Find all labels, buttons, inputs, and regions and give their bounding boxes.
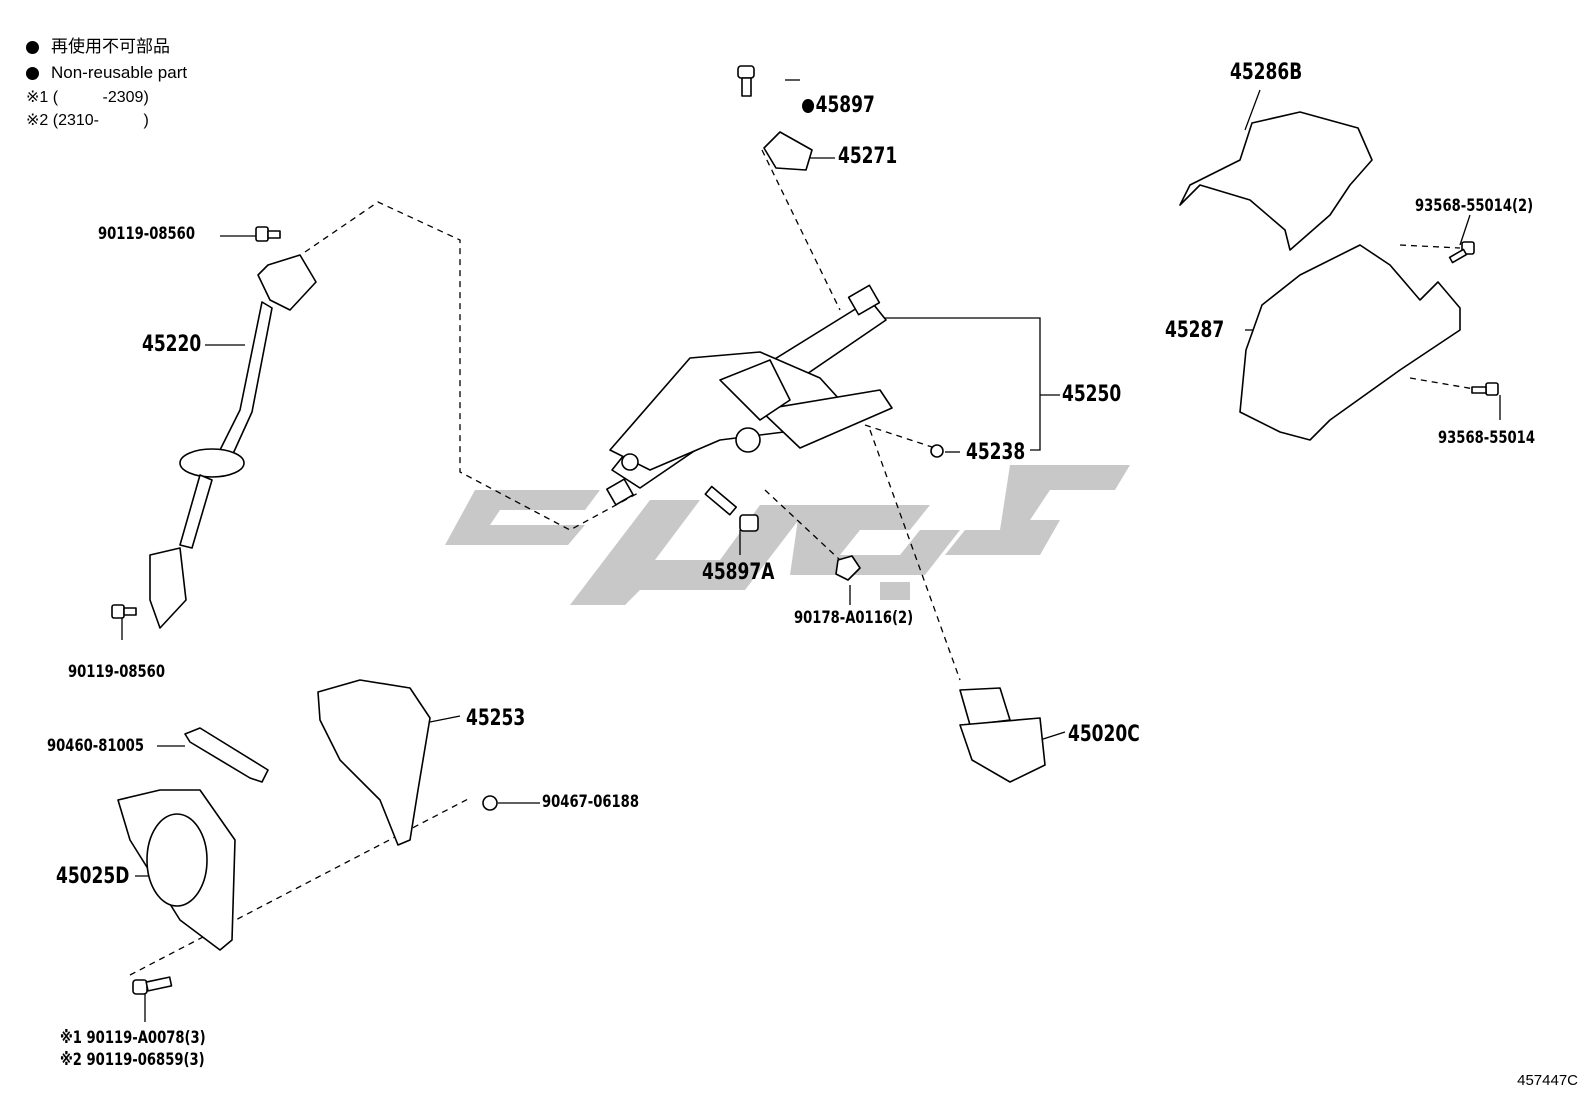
label-93568-55014[interactable]: 93568-55014 bbox=[1438, 428, 1535, 448]
label-45020c[interactable]: 45020C bbox=[1068, 722, 1140, 747]
bolt-90119-top-icon bbox=[255, 226, 281, 242]
legend-row-en: Non-reusable part bbox=[26, 60, 187, 86]
label-90119-06859[interactable]: ※2 90119-06859(3) bbox=[60, 1050, 205, 1070]
steering-column-icon bbox=[606, 284, 893, 506]
label-45220[interactable]: 45220 bbox=[142, 332, 202, 357]
legend-row-jp: 再使用不可部品 bbox=[26, 34, 187, 60]
lock-housing-45020c-icon bbox=[959, 687, 1046, 783]
clip-90467-icon bbox=[482, 795, 498, 811]
label-45897[interactable]: 45897 bbox=[790, 68, 875, 118]
cover-45253-icon bbox=[317, 679, 431, 846]
watermark-logo bbox=[445, 465, 1130, 605]
label-90119-08560-bottom[interactable]: 90119-08560 bbox=[68, 662, 165, 682]
bolt-45897-icon bbox=[737, 65, 755, 97]
legend-note-2: ※2 (2310- ) bbox=[26, 112, 149, 129]
lower-cover-45287-icon bbox=[1239, 244, 1461, 441]
legend-note-1: ※1 ( -2309) bbox=[26, 89, 149, 106]
label-45238[interactable]: 45238 bbox=[966, 440, 1026, 465]
label-93568-55014-2[interactable]: 93568-55014(2) bbox=[1415, 196, 1534, 216]
upper-cover-45286b-icon bbox=[1179, 111, 1373, 251]
screw-93568-bottom-icon bbox=[1471, 382, 1499, 396]
parts bbox=[111, 65, 1499, 995]
legend-text-jp: 再使用不可部品 bbox=[51, 37, 170, 56]
bolt-90119-bottom-icon bbox=[111, 604, 137, 619]
non-reusable-dot-icon bbox=[26, 40, 39, 54]
label-text: 45897 bbox=[815, 93, 875, 118]
label-90119-08560-top[interactable]: 90119-08560 bbox=[98, 224, 195, 244]
label-45271[interactable]: 45271 bbox=[838, 144, 898, 169]
label-45253[interactable]: 45253 bbox=[466, 706, 526, 731]
legend: 再使用不可部品 Non-reusable part ※1 ( -2309) ※2… bbox=[26, 34, 187, 132]
label-45250[interactable]: 45250 bbox=[1062, 382, 1122, 407]
label-90178-a0116[interactable]: 90178-A0116(2) bbox=[794, 608, 914, 628]
clip-45271-icon bbox=[763, 131, 813, 171]
nut-45238-icon bbox=[930, 444, 944, 458]
label-90467-06188[interactable]: 90467-06188 bbox=[542, 792, 639, 812]
label-90460-81005[interactable]: 90460-81005 bbox=[47, 736, 144, 756]
non-reusable-dot-icon bbox=[801, 99, 814, 113]
label-45025d[interactable]: 45025D bbox=[56, 864, 130, 889]
legend-text-en: Non-reusable part bbox=[51, 63, 188, 82]
clamp-90460-icon bbox=[184, 727, 269, 783]
bolt-90119-a0078-icon bbox=[132, 976, 173, 995]
label-45897a[interactable]: 45897A bbox=[702, 560, 775, 585]
diagram-code: 457447C bbox=[1517, 1072, 1578, 1089]
nut-90178-icon bbox=[835, 555, 861, 581]
bolt-45897a-icon bbox=[704, 485, 759, 532]
screw-93568-top-icon bbox=[1448, 241, 1475, 264]
label-90119-a0078[interactable]: ※1 90119-A0078(3) bbox=[60, 1028, 206, 1048]
label-45286b[interactable]: 45286B bbox=[1230, 60, 1303, 85]
label-45287[interactable]: 45287 bbox=[1165, 318, 1225, 343]
intermediate-shaft-45220-icon bbox=[149, 254, 317, 629]
non-reusable-dot-icon bbox=[26, 66, 39, 80]
boot-45025d-icon bbox=[117, 789, 236, 951]
